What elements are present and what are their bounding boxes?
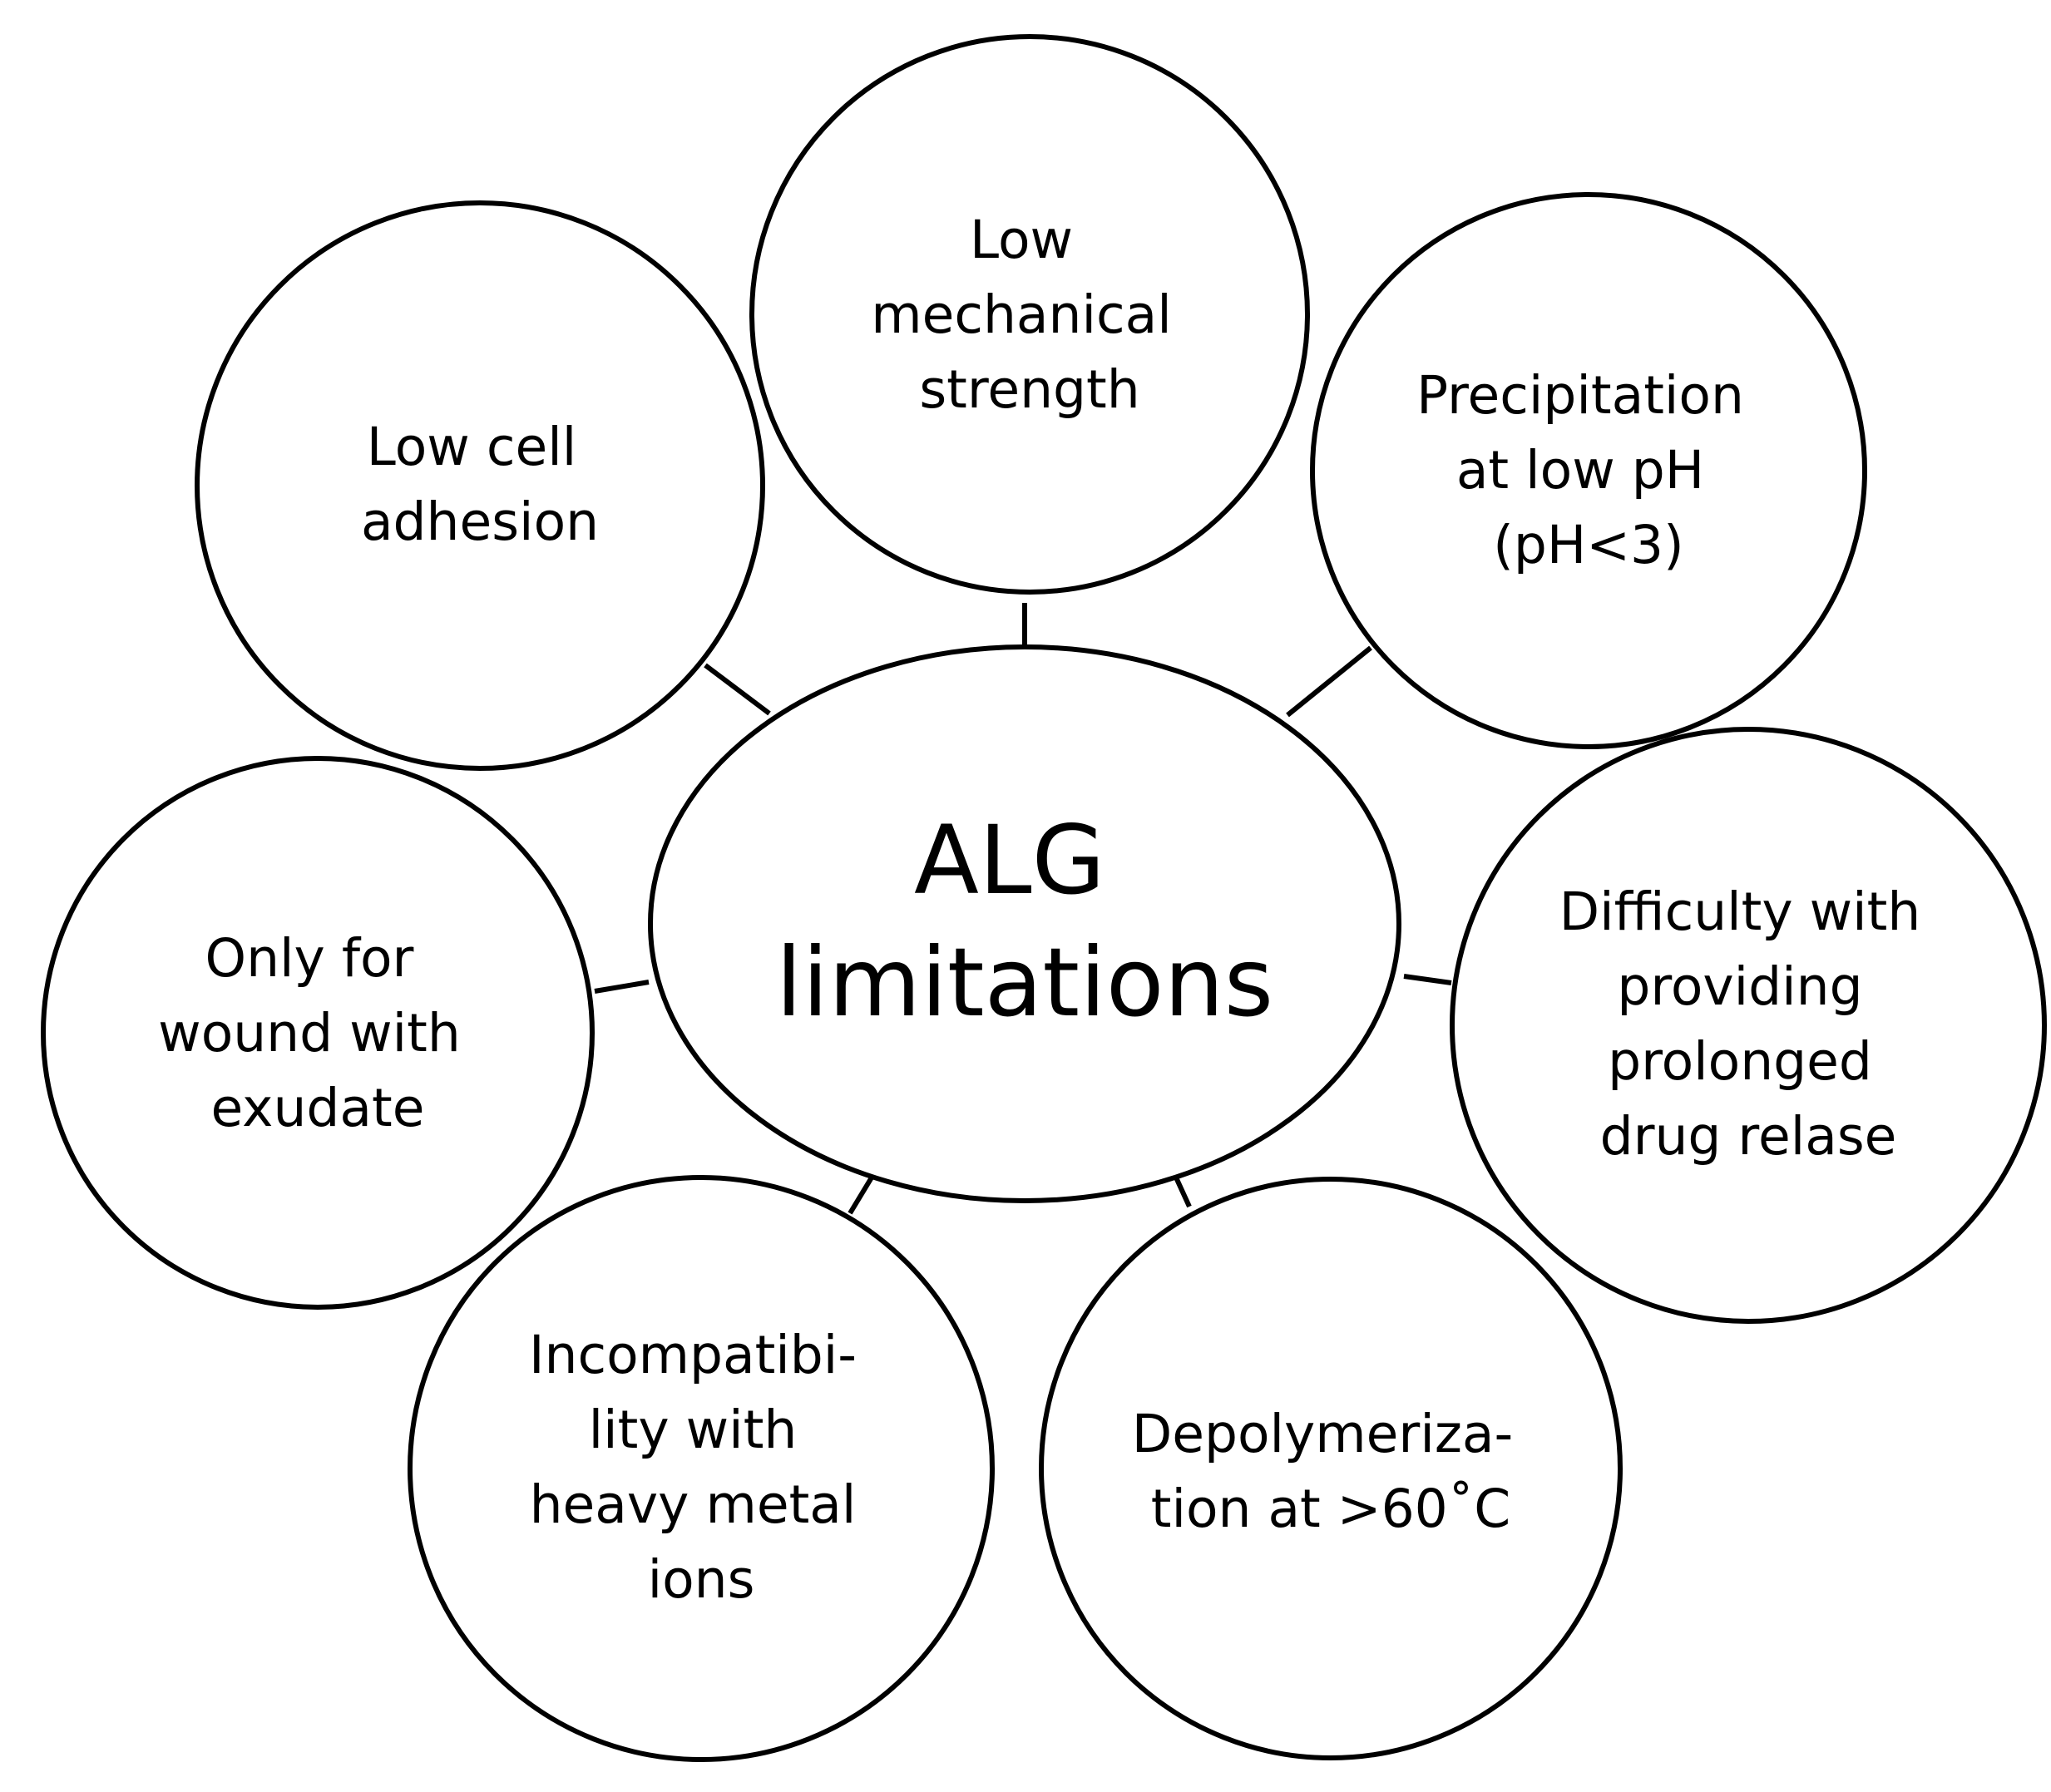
- connector-depolymerization: [1174, 1176, 1192, 1208]
- label-line: Incompatibi-: [529, 1325, 857, 1385]
- node-low-mechanical-strength-label: Low mechanical strength: [871, 210, 1189, 420]
- node-low-mechanical-strength-circle: [749, 34, 1310, 595]
- label-line: (pH<3): [1493, 515, 1683, 575]
- limitation-nodes: Low mechanical strength Precipitation at…: [41, 34, 2047, 1762]
- label-line: providing: [1617, 956, 1862, 1017]
- label-line: Depolymeriza-: [1132, 1404, 1514, 1464]
- node-depolymerization: Depolymeriza- tion at >60˚C: [1039, 1177, 1623, 1760]
- connector-low-cell-adhesion: [704, 663, 771, 716]
- node-difficulty-drug-release-circle: [1450, 727, 2047, 1324]
- node-low-mechanical-strength: Low mechanical strength: [749, 34, 1310, 595]
- node-only-for-wound-exudate: Only for wound with exudate: [41, 756, 595, 1310]
- label-line: Precipitation: [1416, 365, 1744, 426]
- node-only-for-wound-exudate-label: Only for wound with exudate: [158, 928, 477, 1138]
- center-label-line: ALG: [914, 805, 1105, 916]
- label-line: strength: [919, 359, 1139, 420]
- label-line: Low cell: [367, 417, 577, 477]
- center-node-ellipse: [648, 644, 1401, 1203]
- label-line: Low: [970, 210, 1073, 270]
- label-line: Difficulty with: [1559, 881, 1921, 942]
- node-depolymerization-circle: [1039, 1177, 1623, 1760]
- node-difficulty-drug-release-label: Difficulty with providing prolonged drug…: [1559, 881, 1938, 1167]
- label-line: ions: [648, 1549, 755, 1610]
- node-incompatibility-heavy-metal-label: Incompatibi- lity with heavy metal ions: [529, 1325, 873, 1610]
- connector-difficulty-drug-release: [1403, 974, 1452, 985]
- label-line: prolonged: [1608, 1031, 1872, 1092]
- node-incompatibility-heavy-metal-circle: [408, 1175, 995, 1762]
- center-node-label: ALG limitations: [776, 805, 1273, 1038]
- label-line: lity with: [589, 1400, 798, 1460]
- connector-only-for-wound-exudate: [594, 980, 650, 994]
- node-low-cell-adhesion: Low cell adhesion: [195, 200, 765, 771]
- node-precipitation-low-ph: Precipitation at low pH (pH<3): [1310, 192, 1867, 749]
- node-low-cell-adhesion-circle: [195, 200, 765, 771]
- label-line: tion at >60˚C: [1151, 1479, 1510, 1539]
- connector-incompatibility-heavy-metal: [848, 1176, 874, 1215]
- node-incompatibility-heavy-metal: Incompatibi- lity with heavy metal ions: [408, 1175, 995, 1762]
- label-line: drug relase: [1600, 1106, 1897, 1167]
- label-line: Only for: [205, 928, 414, 989]
- label-line: mechanical: [871, 284, 1171, 345]
- node-precipitation-low-ph-label: Precipitation at low pH (pH<3): [1416, 365, 1761, 575]
- connector-precipitation-low-ph: [1286, 645, 1372, 718]
- center-label-line: limitations: [776, 927, 1273, 1038]
- node-precipitation-low-ph-circle: [1310, 192, 1867, 749]
- label-line: at low pH: [1456, 440, 1704, 501]
- label-line: heavy metal: [530, 1474, 857, 1535]
- node-low-cell-adhesion-label: Low cell adhesion: [361, 417, 599, 552]
- label-line: adhesion: [361, 491, 599, 552]
- label-line: exudate: [211, 1078, 425, 1138]
- node-difficulty-drug-release: Difficulty with providing prolonged drug…: [1450, 727, 2047, 1324]
- label-line: wound with: [158, 1003, 461, 1064]
- node-only-for-wound-exudate-circle: [41, 756, 595, 1310]
- node-depolymerization-label: Depolymeriza- tion at >60˚C: [1132, 1404, 1530, 1539]
- connectors: [594, 603, 1452, 1215]
- center-node: ALG limitations: [648, 644, 1401, 1203]
